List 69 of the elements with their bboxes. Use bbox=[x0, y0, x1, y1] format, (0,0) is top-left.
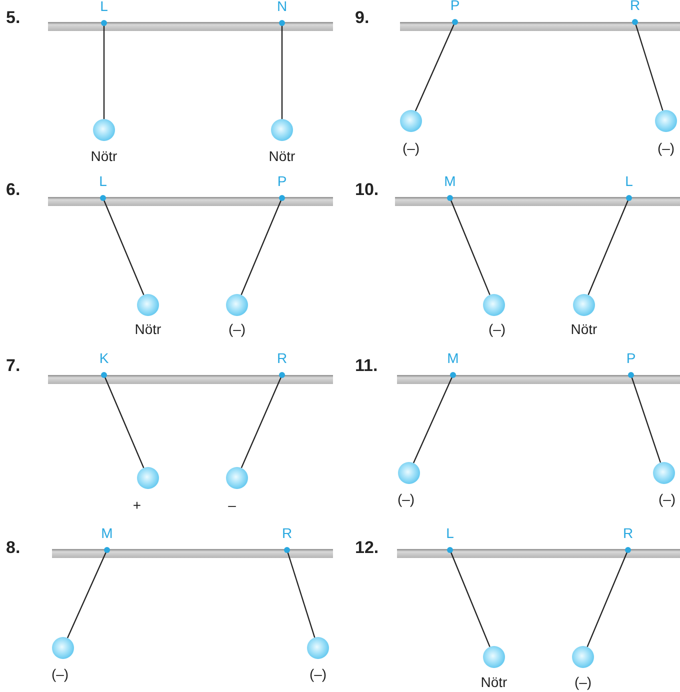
charged-ball bbox=[52, 637, 74, 659]
point-letter: R bbox=[628, 0, 642, 13]
thread bbox=[449, 198, 490, 296]
thread bbox=[281, 23, 283, 119]
charge-label: + bbox=[132, 497, 142, 513]
problem-number: 5. bbox=[6, 8, 20, 28]
charge-label: (–) bbox=[51, 666, 69, 682]
charge-label: (–) bbox=[309, 666, 327, 682]
point-letter: M bbox=[443, 174, 457, 189]
charged-ball bbox=[572, 646, 594, 668]
charge-label: (–) bbox=[488, 321, 506, 337]
charged-ball bbox=[483, 294, 505, 316]
charge-label: (–) bbox=[228, 321, 246, 337]
charged-ball bbox=[307, 637, 329, 659]
charge-label: Nötr bbox=[134, 321, 162, 337]
charge-label: – bbox=[228, 497, 236, 513]
point-letter: P bbox=[625, 351, 637, 366]
problem-number: 6. bbox=[6, 180, 20, 200]
thread bbox=[449, 550, 490, 648]
charged-ball bbox=[573, 294, 595, 316]
thread bbox=[103, 23, 105, 119]
charge-label: Nötr bbox=[570, 321, 598, 337]
problem-number: 10. bbox=[355, 180, 379, 200]
charged-ball bbox=[398, 462, 420, 484]
thread bbox=[240, 374, 283, 468]
problem-number: 7. bbox=[6, 356, 20, 376]
point-letter: M bbox=[446, 351, 460, 366]
charged-ball bbox=[400, 110, 422, 132]
charged-ball bbox=[93, 119, 115, 141]
charged-ball bbox=[483, 646, 505, 668]
point-letter: K bbox=[98, 351, 110, 366]
charge-label: (–) bbox=[657, 140, 675, 156]
charged-ball bbox=[226, 467, 248, 489]
point-letter: L bbox=[98, 174, 108, 189]
problem-number: 9. bbox=[355, 8, 370, 28]
problem-number: 11. bbox=[355, 356, 378, 376]
point-letter: P bbox=[276, 174, 288, 189]
point-letter: R bbox=[622, 526, 634, 541]
point-letter: R bbox=[276, 351, 288, 366]
thread bbox=[102, 198, 144, 296]
thread bbox=[240, 198, 283, 296]
point-letter: R bbox=[280, 526, 294, 541]
charge-label: (–) bbox=[402, 140, 420, 156]
thread bbox=[414, 22, 456, 112]
charged-ball bbox=[137, 467, 159, 489]
thread bbox=[412, 374, 454, 464]
charge-label: Nötr bbox=[268, 148, 296, 164]
problem-number: 12. bbox=[355, 538, 379, 558]
charged-ball bbox=[226, 294, 248, 316]
charge-label: (–) bbox=[658, 491, 676, 507]
thread bbox=[103, 374, 144, 468]
charged-ball bbox=[271, 119, 293, 141]
point-letter: P bbox=[449, 0, 461, 13]
thread bbox=[586, 550, 629, 648]
charge-label: (–) bbox=[397, 491, 415, 507]
point-letter: N bbox=[276, 0, 288, 14]
charged-ball bbox=[137, 294, 159, 316]
charged-ball bbox=[655, 110, 677, 132]
point-letter: L bbox=[624, 174, 634, 189]
thread bbox=[66, 550, 108, 638]
point-letter: L bbox=[99, 0, 109, 14]
problem-number: 8. bbox=[6, 538, 20, 558]
thread bbox=[588, 198, 630, 296]
point-letter: L bbox=[445, 526, 455, 541]
point-letter: M bbox=[100, 526, 114, 541]
charge-label: Nötr bbox=[480, 674, 508, 690]
charge-label: Nötr bbox=[90, 148, 118, 164]
charged-ball bbox=[653, 462, 675, 484]
charge-label: (–) bbox=[574, 674, 592, 690]
